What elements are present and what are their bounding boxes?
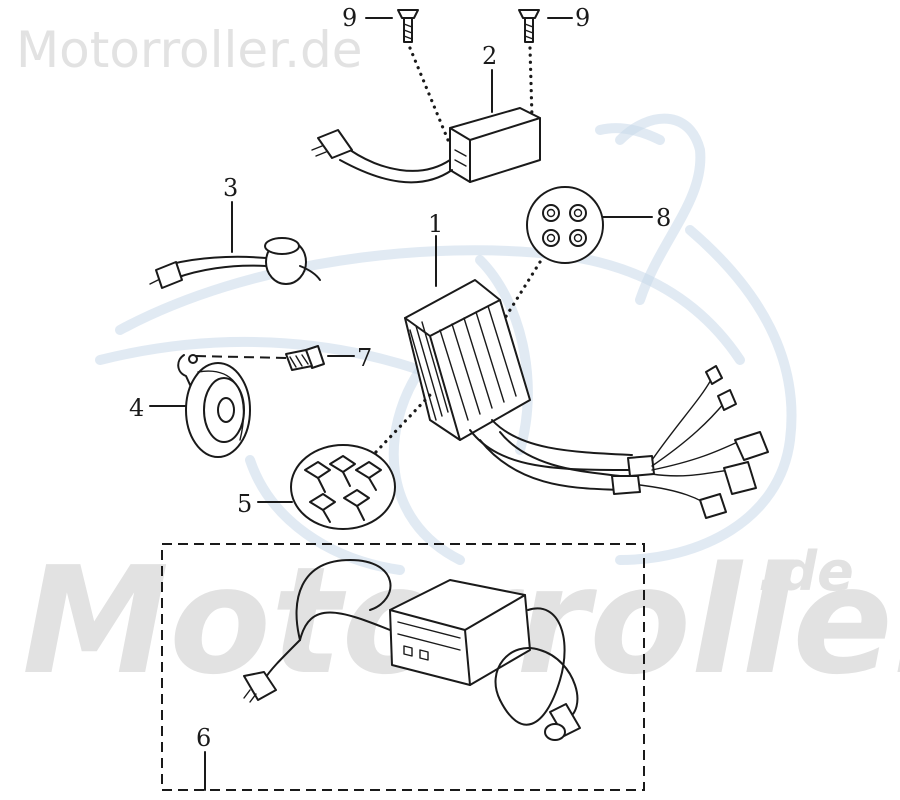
dotted-line-screw-left (408, 46, 450, 142)
bolt-set (290, 444, 396, 530)
callout-6: 6 (196, 724, 211, 752)
nut-set (526, 186, 604, 264)
dashed-line-horn-bolt (195, 355, 287, 359)
callout-9-right: 9 (575, 4, 590, 32)
leader-lines (149, 17, 653, 791)
callout-5: 5 (237, 490, 252, 518)
screw-right (518, 9, 540, 43)
callout-9-left: 9 (342, 4, 357, 32)
dotted-line-screw-right (528, 46, 534, 120)
dotted-line-nuts (503, 260, 542, 320)
callout-3: 3 (223, 174, 238, 202)
relay-module (311, 107, 541, 184)
callout-7: 7 (357, 344, 372, 372)
watermark-big-suffix: .de (758, 540, 854, 603)
horn-bolt (285, 345, 325, 371)
scooter-logo-watermark (95, 113, 797, 575)
controller-unit (404, 279, 769, 519)
watermark-top-text: Motorroller.de (16, 21, 363, 79)
callout-1: 1 (428, 210, 443, 238)
callout-8: 8 (656, 204, 671, 232)
flasher-relay (149, 237, 321, 289)
dotted-line-bolts (374, 393, 432, 454)
horn (177, 354, 251, 458)
callout-2: 2 (482, 42, 497, 70)
charger-kit-frame (161, 543, 645, 791)
charger-kit (243, 559, 581, 741)
screw-left (397, 9, 419, 43)
callout-4: 4 (129, 394, 144, 422)
